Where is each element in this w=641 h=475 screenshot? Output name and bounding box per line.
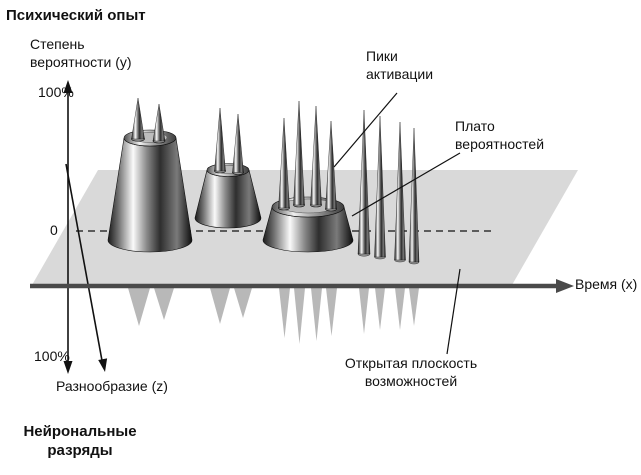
- z-axis: [65, 163, 108, 372]
- y-axis-tick-zero: 0: [50, 222, 58, 238]
- plateau-cone-low: [262, 100, 354, 253]
- y-axis-tick-bottom: 100%: [34, 348, 70, 364]
- y-axis-down-arrow-icon: [63, 361, 73, 374]
- z-axis-label: Разнообразие (z): [56, 378, 168, 394]
- plateau-cone-medium: [194, 107, 262, 229]
- activation-spike: [131, 97, 145, 142]
- activation-spike: [278, 117, 290, 211]
- x-axis: [30, 279, 574, 293]
- activation-spike: [408, 127, 420, 265]
- activation-spike: [394, 121, 406, 263]
- activation-spike: [357, 109, 371, 257]
- activation-spike: [232, 113, 244, 175]
- spike-reflections: [128, 288, 419, 344]
- standalone-spikes: [357, 109, 420, 265]
- activation-spike: [152, 103, 166, 144]
- y-axis: [63, 80, 73, 374]
- leader-line-open-plane: [446, 268, 461, 355]
- x-axis-arrow-icon: [556, 279, 574, 293]
- y-axis-label: Степень вероятности (y): [30, 36, 132, 70]
- activation-spike: [214, 107, 226, 174]
- y-axis-up-arrow-icon: [63, 80, 73, 93]
- activation-spike: [293, 100, 305, 208]
- neuronal-discharges-label: Нейрональные разряды: [23, 423, 137, 460]
- leader-line-plateau: [351, 152, 461, 217]
- activation-peaks-label: Пики активации: [366, 48, 434, 82]
- plateau-cone-large: [107, 97, 193, 253]
- y-axis-tick-top: 100%: [38, 84, 74, 100]
- probability-plateau-label: Плато вероятностей: [455, 118, 545, 152]
- activation-spike: [310, 105, 322, 208]
- z-axis-arrow-icon: [98, 358, 108, 372]
- open-plane-label: Открытая плоскость возможностей: [344, 355, 478, 389]
- leader-line-peaks: [333, 92, 398, 168]
- x-axis-label: Время (x): [575, 276, 638, 292]
- activation-spike: [325, 120, 337, 212]
- diagram-title: Психический опыт: [6, 7, 146, 24]
- activation-spike: [374, 115, 386, 260]
